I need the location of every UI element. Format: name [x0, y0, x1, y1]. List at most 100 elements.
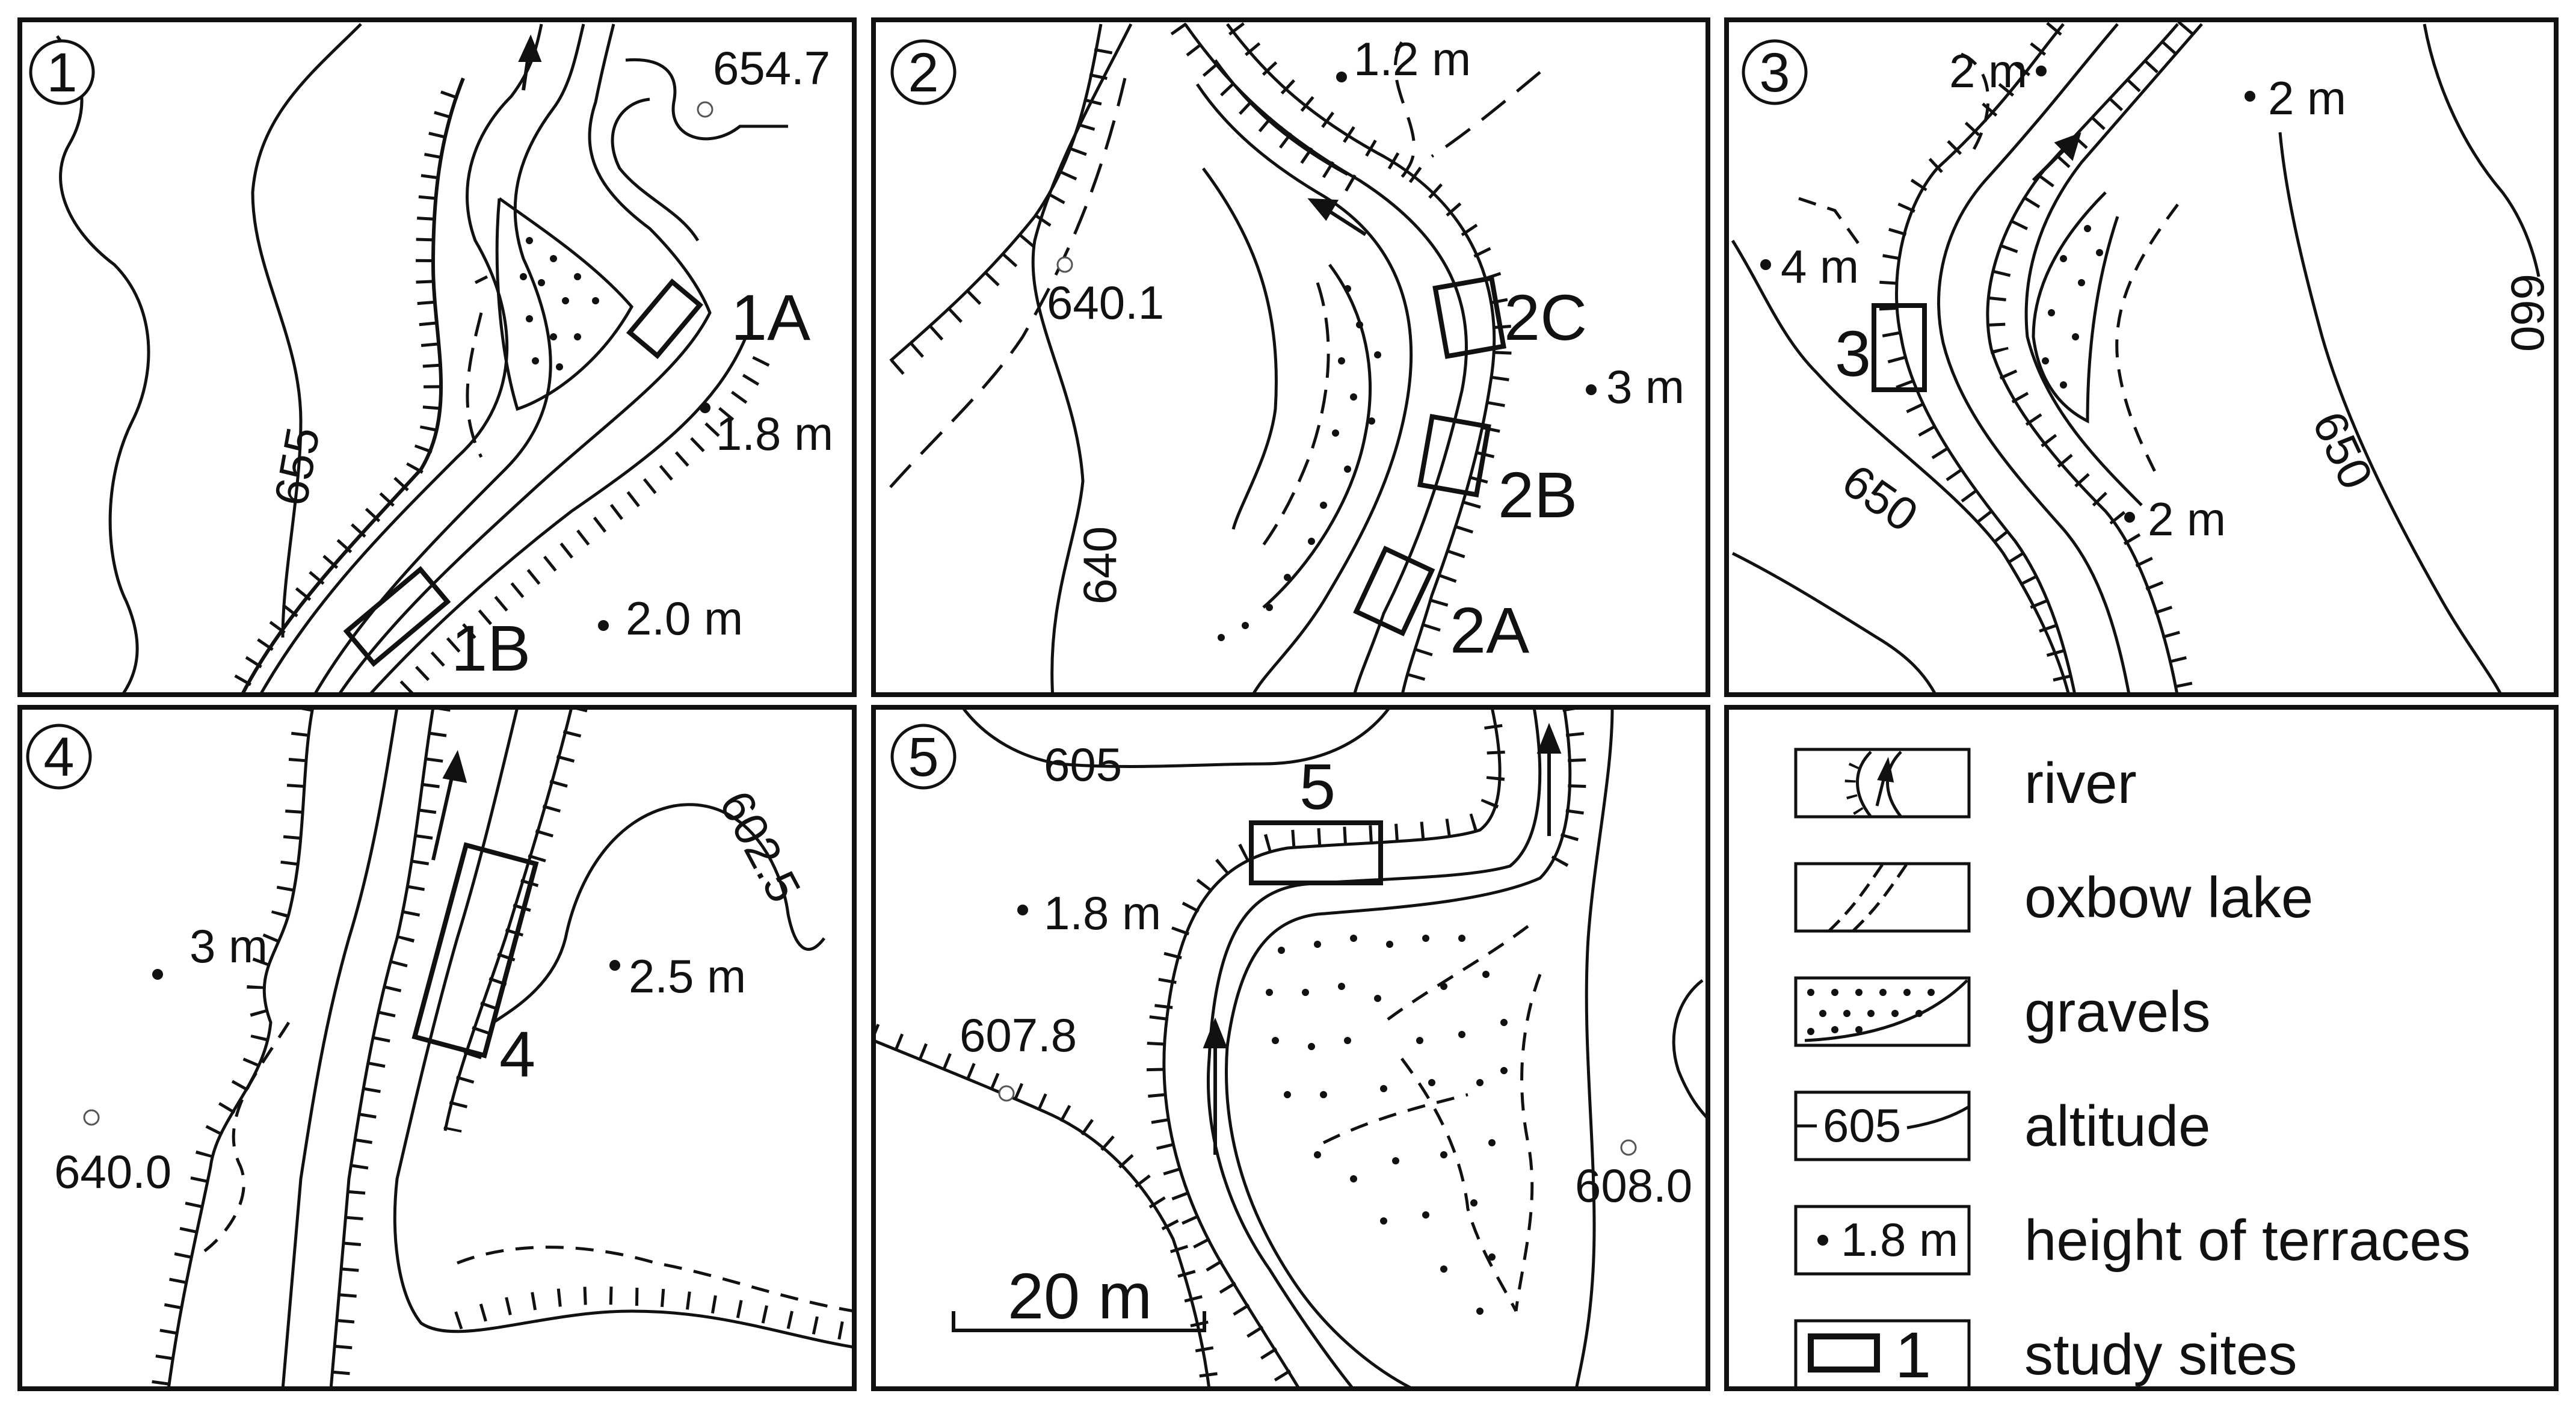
terrace-height-label: 2.5 m — [629, 950, 746, 1003]
altitude-point — [998, 1085, 1015, 1102]
river-bank — [1937, 23, 2131, 695]
legend-item-label: oxbow lake — [2024, 865, 2313, 930]
terrace-height-label: 1.2 m — [1354, 32, 1471, 85]
study-site-box — [1872, 303, 1927, 392]
terrace-height-dot — [609, 960, 620, 971]
terrace-height-dot — [2245, 91, 2255, 102]
legend-item-label: study sites — [2024, 1323, 2297, 1387]
altitude-icon — [1794, 1090, 1971, 1161]
study-site-label: 2A — [1450, 594, 1529, 666]
terrace-scarp — [454, 1286, 854, 1342]
river-bank — [1226, 23, 1496, 695]
river-bank — [1224, 1046, 1415, 1389]
terrace-scarp — [1146, 1015, 1299, 1389]
terrace-height-dot — [1017, 905, 1028, 915]
study-site-label: 1B — [451, 612, 531, 684]
legend-altitude-sample: 605 — [1823, 1099, 1901, 1152]
panel-2: 2 640.1 640 1.2 m 3 m 2C 2B 2A — [871, 17, 1710, 697]
altitude-point — [697, 101, 713, 118]
terrace-scarp — [874, 1039, 1211, 1389]
panel-3: 3 650 650 660 2 m 2 m 4 m 2 m 3 — [1724, 17, 2559, 697]
altitude-label: 654.7 — [713, 42, 830, 94]
contour-line — [625, 58, 788, 141]
altitude-label: 660 — [2501, 274, 2554, 352]
oxbow-lake — [203, 1021, 291, 1252]
terrace-height-dot — [598, 620, 609, 631]
legend-item-label: river — [2024, 751, 2137, 816]
study-site-label: 5 — [1299, 750, 1336, 823]
terrace-height-dot — [2124, 512, 2135, 523]
panel-5: 20 m 5 605 607.8 608.0 1.8 m 5 — [871, 705, 1710, 1391]
terrace-height-label: 3 m — [190, 920, 268, 973]
terrace-scarp — [1987, 20, 2195, 695]
river-bank — [329, 707, 435, 1389]
flow-arrow-icon — [1307, 198, 1367, 236]
scale-bar — [952, 1311, 1206, 1332]
river-bank — [1213, 59, 1349, 176]
scale-bar-label: 20 m — [1008, 1259, 1152, 1332]
panel-number: 1 — [46, 42, 77, 103]
study-site-label: 3 — [1835, 317, 1871, 390]
panel-number-circle — [29, 39, 95, 105]
altitude-point — [83, 1109, 100, 1126]
terrace-scarp — [1154, 707, 1506, 1009]
river-bank — [1207, 707, 1542, 1059]
river-bank — [1195, 83, 1413, 695]
contour-line — [1672, 979, 1708, 1120]
contour-line — [492, 803, 825, 1024]
panel-number: 4 — [43, 727, 74, 788]
legend-item-label: gravels — [2024, 980, 2210, 1044]
contour-line — [1731, 552, 1938, 695]
terrace-height-label: 3 m — [1606, 360, 1684, 413]
river-bank — [1162, 1016, 1301, 1389]
contour-line — [2423, 23, 2541, 277]
gravel-bar — [1201, 167, 1278, 530]
altitude-label: 640 — [1073, 526, 1126, 604]
terrace-height-dot — [152, 969, 163, 980]
oxbow-lake — [466, 312, 483, 458]
panel-frame — [1724, 17, 2559, 697]
altitude-label: 605 — [1044, 738, 1122, 791]
contour-line — [2278, 132, 2503, 695]
river-bank — [2024, 23, 2203, 506]
terrace-scarp — [1540, 707, 1586, 885]
river-bank — [443, 707, 573, 1131]
panel-number-circle — [1742, 39, 1808, 105]
terrace-height-label: 2 m — [1949, 45, 2027, 97]
gravel-bar — [495, 197, 634, 411]
terrace-height-icon — [1794, 1205, 1971, 1276]
oxbow-lake — [1382, 924, 1529, 1024]
study-site-box — [1249, 820, 1383, 885]
contour-line — [251, 23, 362, 638]
contour-line — [55, 35, 150, 695]
river-bank — [1574, 707, 1614, 1389]
legend-item-label: height of terraces — [2024, 1208, 2471, 1273]
river-icon — [1794, 748, 1971, 819]
panel-number: 3 — [1759, 42, 1790, 103]
oxbow-lake — [1400, 1057, 1518, 1312]
gravel-dots — [1218, 285, 1381, 641]
panel-1: 1 654.7 655 1.8 m 2.0 m 1A 1B — [17, 17, 857, 697]
terrace-height-dot — [2036, 66, 2047, 76]
altitude-point — [1620, 1139, 1637, 1156]
terrace-height-dot — [1336, 72, 1347, 82]
legend-item-label: altitude — [2024, 1094, 2211, 1158]
panel-number: 5 — [908, 727, 938, 788]
legend-terrace-sample: 1.8 m — [1841, 1213, 1958, 1266]
legend-study-site-sample: 1 — [1895, 1318, 1931, 1391]
study-site-label: 2C — [1504, 281, 1587, 354]
contour-line — [1731, 239, 2071, 695]
terrace-height-label: 1.8 m — [716, 407, 833, 460]
terrace-scarp — [240, 77, 465, 695]
altitude-point — [1056, 256, 1073, 273]
river-bank — [1986, 23, 2179, 695]
terrace-scarp — [330, 707, 451, 1389]
contour-line — [961, 707, 1391, 768]
terrace-height-label: 4 m — [1781, 240, 1859, 293]
panel-4: 4 602.5 640.0 3 m 2.5 m 4 — [17, 705, 857, 1391]
oxbow-lake — [1514, 974, 1542, 1312]
gravel-bar — [2032, 191, 2119, 424]
contour-line — [1031, 23, 1133, 695]
river-bank — [258, 23, 543, 695]
